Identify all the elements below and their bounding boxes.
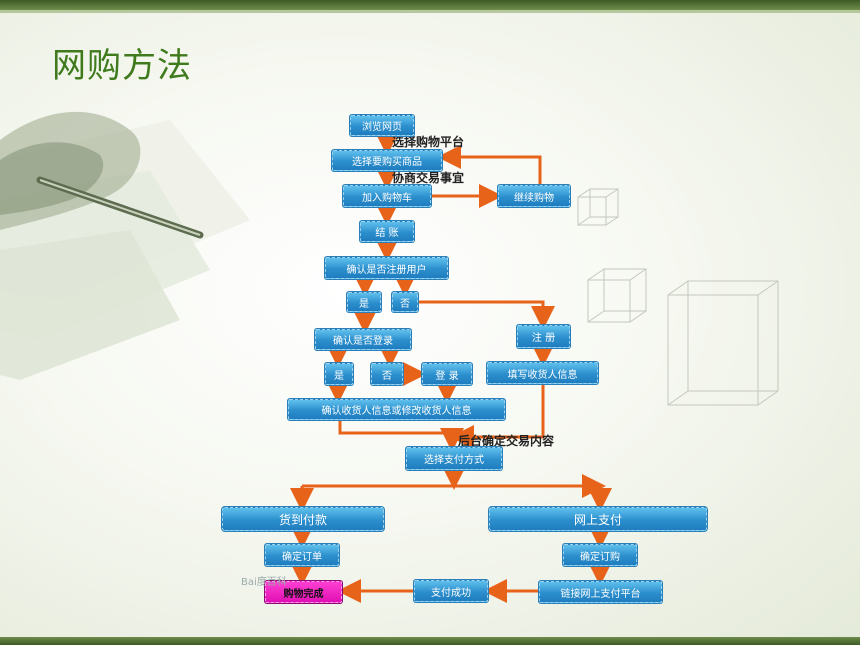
node-shopping-done: 购物完成: [265, 581, 342, 603]
node-cash-on-delivery: 货到付款: [222, 507, 384, 531]
node-confirm-order-online: 确定订购: [563, 544, 637, 566]
watermark: Bai度百科: [241, 577, 287, 588]
node-browse: 浏览网页: [350, 115, 414, 136]
bottom-bar: [0, 637, 860, 645]
top-accent-line: [0, 10, 860, 13]
node-checkout: 结 账: [360, 221, 414, 242]
top-bar: [0, 0, 860, 10]
label-choose-platform: 选择购物平台: [392, 135, 465, 149]
node-yes-registered: 是: [347, 292, 381, 312]
node-online-payment: 网上支付: [489, 507, 707, 531]
page-title: 网购方法: [52, 46, 192, 86]
node-confirm-registered: 确认是否注册用户: [325, 257, 448, 279]
pen-paper-illustration: [0, 111, 250, 380]
wireframe-cubes-decoration: [577, 188, 779, 406]
node-link-payment-platform: 链接网上支付平台: [539, 581, 662, 603]
node-fill-receiver: 填写收货人信息: [487, 362, 598, 384]
node-confirm-receiver: 确认收货人信息或修改收货人信息: [288, 399, 505, 420]
label-backend-confirm: 后台确定交易内容: [458, 434, 555, 448]
node-add-cart: 加入购物车: [343, 185, 431, 207]
node-payment-success: 支付成功: [414, 580, 488, 602]
label-negotiate: 协商交易事宜: [392, 171, 465, 185]
node-confirm-login: 确认是否登录: [315, 329, 411, 350]
node-choose-payment: 选择支付方式: [406, 447, 502, 470]
node-confirm-order-cod: 确定订单: [265, 544, 339, 566]
node-register: 注 册: [517, 325, 570, 348]
node-no-login: 否: [371, 363, 403, 385]
node-select-goods: 选择要购买商品: [332, 150, 442, 171]
node-yes-login: 是: [325, 363, 353, 385]
node-login: 登 录: [422, 363, 472, 385]
node-continue-shop: 继续购物: [498, 185, 570, 207]
node-no-registered: 否: [392, 292, 418, 312]
